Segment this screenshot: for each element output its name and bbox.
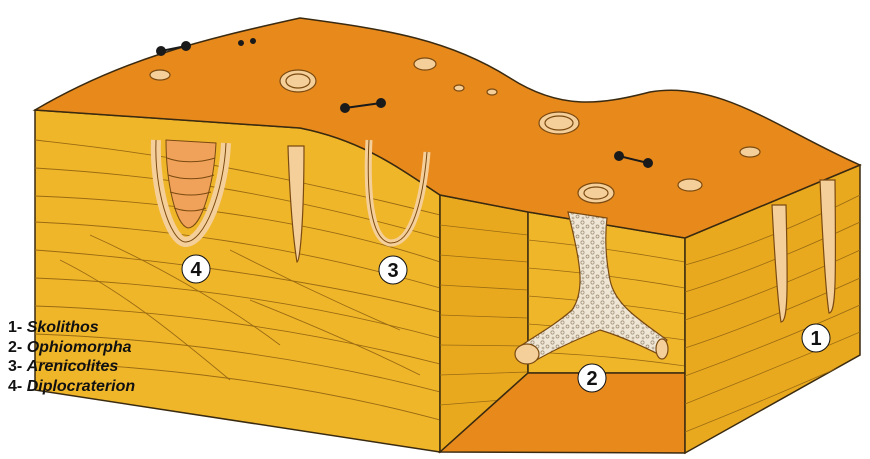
legend-number: 4- [8,378,22,395]
legend-item-diplocraterion: 4- Diplocraterion [8,377,135,397]
sediment-front-face [35,110,440,452]
legend-number: 3- [8,358,22,375]
legend-item-arenicolites: 3- Arenicolites [8,357,135,377]
legend-name: Diplocraterion [27,378,135,395]
legend-item-skolithos: 1- Skolithos [8,318,135,338]
label-3: 3 [379,256,407,284]
label-1: 1 [802,324,830,352]
legend-number: 1- [8,319,22,336]
legend-number: 2- [8,339,22,356]
svg-text:3: 3 [387,260,398,282]
legend-name: Skolithos [27,319,99,336]
svg-text:2: 2 [586,368,597,390]
legend-name: Ophiomorpha [27,339,132,356]
label-2: 2 [578,364,606,392]
svg-text:1: 1 [810,328,821,350]
legend-name: Arenicolites [27,358,119,375]
label-4: 4 [182,255,210,283]
legend: 1- Skolithos 2- Ophiomorpha 3- Arenicoli… [8,318,135,396]
legend-item-ophiomorpha: 2- Ophiomorpha [8,338,135,358]
svg-text:4: 4 [190,259,202,281]
